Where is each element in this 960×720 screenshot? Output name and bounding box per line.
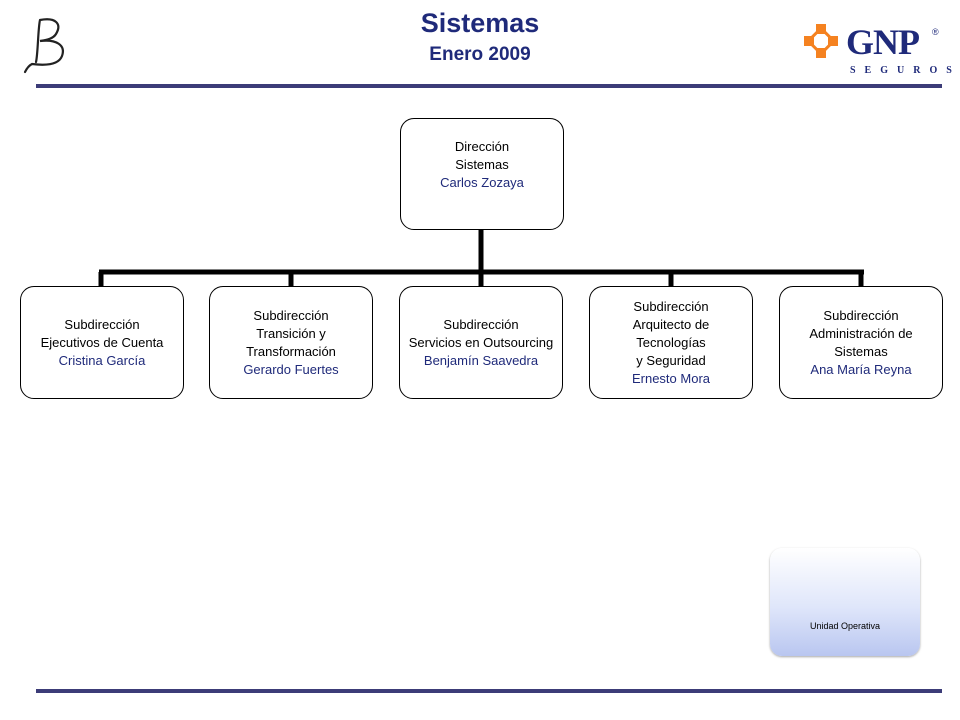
registered-mark: ® <box>932 27 939 37</box>
page-subtitle: Enero 2009 <box>429 44 531 65</box>
node-line: Tecnologías <box>636 334 706 350</box>
org-node-ejecutivos-de-cuenta: Subdirección Ejecutivos de Cuenta Cristi… <box>20 286 184 399</box>
node-person-name: Benjamín Saavedra <box>423 352 539 368</box>
node-person-name: Gerardo Fuertes <box>243 361 339 377</box>
org-node-transicion-transformacion: Subdirección Transición y Transformación… <box>209 286 373 399</box>
node-line: Transición y <box>256 325 326 341</box>
legend-swatch <box>770 548 920 656</box>
node-line: Subdirección <box>253 307 329 323</box>
node-line: Subdirección <box>633 298 709 314</box>
node-line: Dirección <box>454 139 510 154</box>
gnp-tagline: SEGUROS <box>850 65 960 76</box>
node-person-name: Carlos Zozaya <box>440 175 524 190</box>
node-line: Sistemas <box>834 343 888 359</box>
node-line: y Seguridad <box>636 352 706 368</box>
node-person-name: Cristina García <box>58 352 146 368</box>
node-line: Sistemas <box>455 157 509 172</box>
gnp-logo-icon <box>804 24 838 58</box>
org-node-administracion-sistemas: Subdirección Administración de Sistemas … <box>779 286 943 399</box>
header-divider <box>36 84 942 88</box>
page-title: Sistemas <box>420 8 540 38</box>
node-person-name: Ana María Reyna <box>810 361 912 377</box>
org-node-servicios-outsourcing: Subdirección Servicios en Outsourcing Be… <box>399 286 563 399</box>
node-line: Ejecutivos de Cuenta <box>40 334 164 350</box>
footer-divider <box>36 689 942 693</box>
node-line: Subdirección <box>823 307 899 323</box>
gnp-logo-text: GNP <box>846 22 920 62</box>
node-person-name: Ernesto Mora <box>631 370 711 386</box>
node-line: Arquitecto de <box>632 316 710 332</box>
org-node-arquitecto-tecnologias: Subdirección Arquitecto de Tecnologías y… <box>589 286 753 399</box>
node-line: Subdirección <box>443 316 519 332</box>
node-line: Administración de <box>809 325 913 341</box>
node-line: Servicios en Outsourcing <box>408 334 554 350</box>
node-line: Transformación <box>246 343 336 359</box>
b-logo <box>23 18 64 74</box>
node-line: Subdirección <box>64 316 140 332</box>
legend-label: Unidad Operativa <box>809 621 881 631</box>
org-node-direccion-sistemas: Dirección Sistemas Carlos Zozaya <box>400 118 564 230</box>
